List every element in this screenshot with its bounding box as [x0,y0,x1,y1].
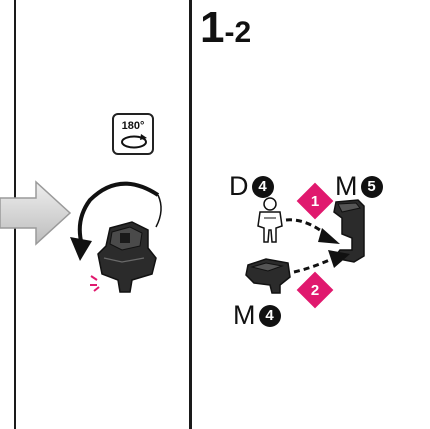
rotation-badge: 180° [112,113,154,155]
click-mark-icon [90,275,100,292]
part-m4-illustration [245,258,291,294]
part-m5-illustration [332,199,365,263]
rotate-icon [121,134,147,149]
figure-d4-illustration [257,197,283,243]
rotation-arrow-icon [70,181,162,261]
part-label-m4-letter: M [233,300,256,330]
part-label-d4-number: 4 [251,175,274,198]
rotated-part-illustration [97,221,157,293]
order-marker-1: 1 [296,182,334,220]
order-marker-2-number: 2 [310,281,320,299]
rotation-badge-label: 180° [121,120,145,132]
part-label-m5-letter: M [335,171,358,201]
step-number: 1-2 [200,6,251,50]
panel-divider-line [189,0,192,429]
order-marker-2: 2 [296,271,334,309]
part-label-m4-number: 4 [258,304,281,327]
step-number-main: 1 [200,3,225,52]
part-label-d4: D 4 [229,173,274,200]
part-label-m5-number: 5 [360,175,383,198]
part-label-d4-letter: D [229,171,249,201]
part-label-m4: M 4 [233,302,281,329]
order-marker-1-number: 1 [310,192,320,210]
part-label-m5: M 5 [335,173,383,200]
step-number-sub: -2 [224,16,252,49]
transition-arrow-icon [0,180,72,246]
assembly-arrow-1-icon [285,218,340,244]
assembly-arrow-2-icon [293,250,350,274]
